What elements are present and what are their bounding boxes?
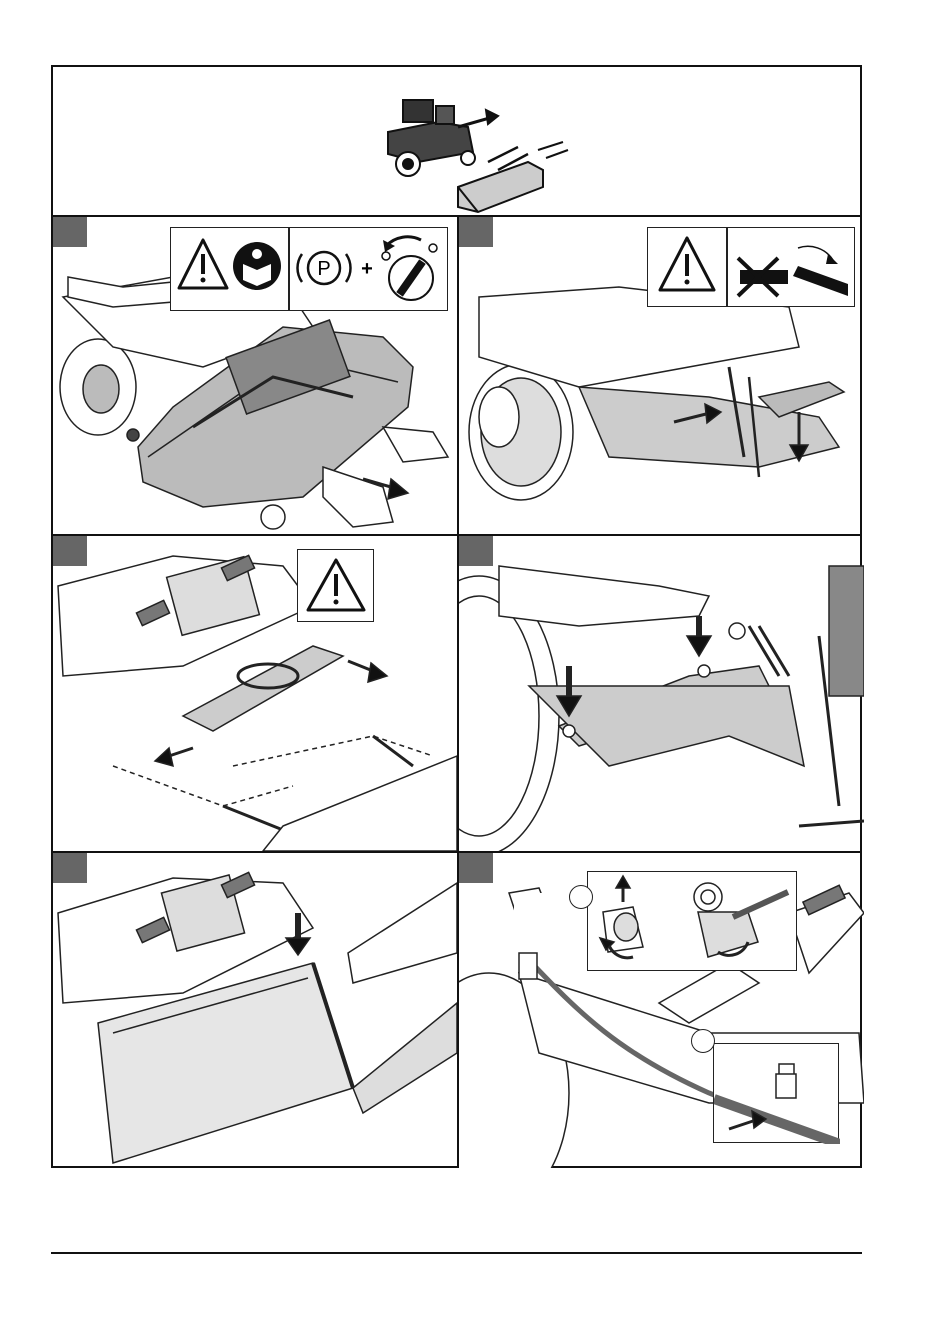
mount-plow-blade-illustration <box>53 853 457 1168</box>
footer-rule <box>51 1252 862 1254</box>
warning-triangle-icon <box>660 238 714 290</box>
hose-clip-detail-inset <box>713 1043 839 1143</box>
warning-triangle-icon <box>179 240 227 288</box>
step-1-warning-box: P + <box>170 227 448 311</box>
parking-brake-icon: P <box>297 252 350 284</box>
step-panel-4 <box>459 536 864 851</box>
instruction-sheet: P + <box>51 65 862 1168</box>
step-panel-2 <box>459 217 864 534</box>
step-panel-5 <box>53 853 457 1168</box>
lower-lift-arms-illustration <box>459 536 864 851</box>
plus-sign: + <box>361 258 373 280</box>
step-panel-6 <box>459 853 864 1168</box>
callout-a <box>569 885 593 909</box>
step-panel-3 <box>53 536 457 851</box>
callout-b <box>691 1029 715 1053</box>
step-2-warning-box <box>647 227 855 307</box>
no-hands-crush-icon <box>738 246 848 296</box>
tractor-plow-icon <box>53 67 860 215</box>
step-panel-1: P + <box>53 217 457 534</box>
attach-plow-frame-illustration <box>53 536 457 851</box>
coupling-detail-inset <box>587 871 797 971</box>
warning-triangle-icon <box>308 560 364 610</box>
header-illustration-cell <box>53 67 860 217</box>
parking-brake-letter: P <box>317 258 330 280</box>
read-manual-icon <box>233 242 281 290</box>
ignition-key-icon <box>382 237 437 300</box>
step-3-warning-box <box>297 549 374 622</box>
